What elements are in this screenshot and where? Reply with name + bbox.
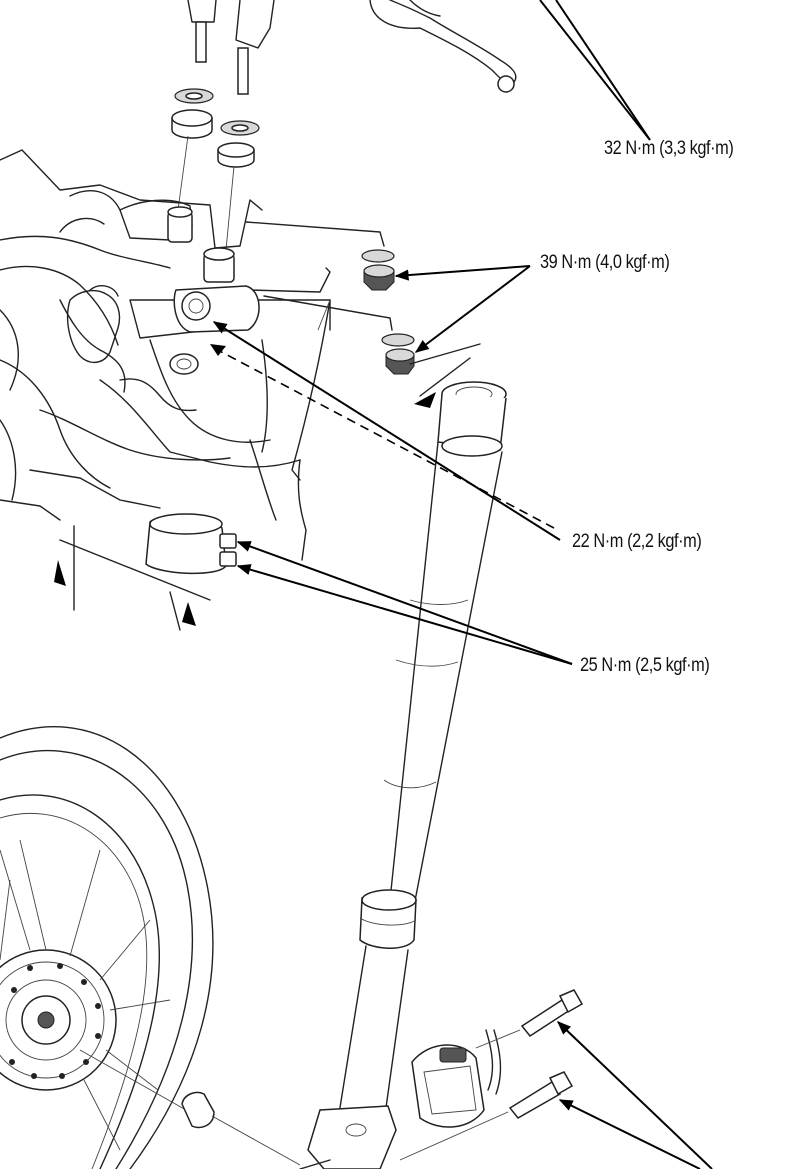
front-wheel bbox=[0, 725, 301, 1169]
lower-fork-clamp bbox=[54, 513, 237, 631]
torque-label-39-nm: 39 N·m (4,0 kgf·m) bbox=[540, 252, 670, 273]
torque-label-22-nm: 22 N·m (2,2 kgf·m) bbox=[572, 531, 702, 552]
leader-39-nm bbox=[394, 265, 531, 353]
torque-label-25-nm: 25 N·m (2,5 kgf·m) bbox=[580, 655, 710, 676]
leader-25-nm bbox=[236, 541, 573, 665]
fork-tube bbox=[299, 343, 507, 1169]
top-bridge-nuts bbox=[361, 249, 415, 375]
leader-22-nm bbox=[210, 321, 561, 541]
steering-head-frame bbox=[0, 149, 393, 561]
leader-32-nm bbox=[539, 0, 651, 141]
torque-label-32-nm: 32 N·m (3,3 kgf·m) bbox=[604, 138, 734, 159]
washer-stack bbox=[171, 88, 260, 251]
handlebar-lever-assembly bbox=[187, 0, 517, 95]
brake-caliper bbox=[411, 1029, 502, 1128]
caliper-mounting-bolts bbox=[399, 989, 584, 1161]
leader-caliper-bolts bbox=[556, 1021, 713, 1169]
